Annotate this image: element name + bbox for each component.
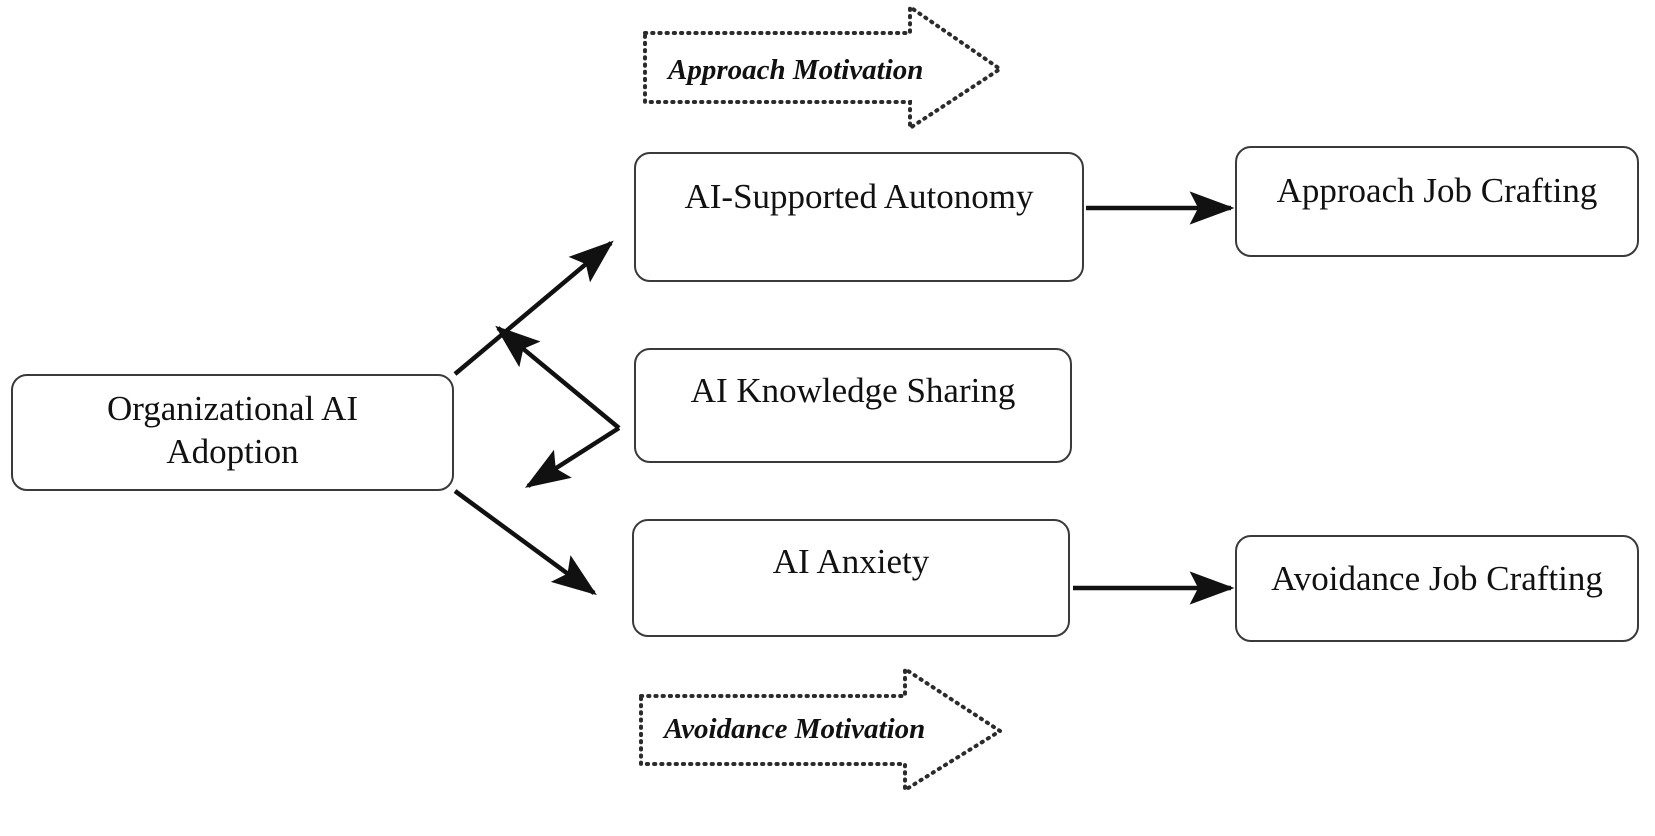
node-label: Approach Job Crafting	[1276, 171, 1598, 210]
banner-label-avoidance-motivation: Avoidance Motivation	[664, 713, 926, 745]
node-ai-anxiety[interactable]: AI Anxiety	[632, 519, 1070, 637]
banner-label-approach-motivation: Approach Motivation	[668, 54, 924, 86]
edge-knowledge-to-autonomy	[495, 325, 621, 430]
node-label: Organizational AI Adoption	[106, 389, 359, 471]
node-label: AI Knowledge Sharing	[690, 371, 1016, 410]
node-approach-job-crafting[interactable]: Approach Job Crafting	[1235, 146, 1639, 257]
node-label: AI-Supported Autonomy	[684, 177, 1034, 216]
node-avoidance-job-crafting[interactable]: Avoidance Job Crafting	[1235, 535, 1639, 642]
node-organizational-ai-adoption[interactable]: Organizational AI Adoption	[11, 374, 454, 491]
node-label: AI Anxiety	[772, 542, 930, 581]
node-label: Avoidance Job Crafting	[1271, 559, 1603, 598]
edge-knowledge-to-anxiety	[524, 426, 621, 488]
edge-adoption-to-autonomy	[453, 240, 614, 376]
banner-arrow-avoidance-motivation	[639, 665, 1004, 794]
edge-adoption-to-anxiety	[453, 489, 597, 596]
node-ai-knowledge-sharing[interactable]: AI Knowledge Sharing	[634, 348, 1072, 463]
banner-arrow-approach-motivation	[643, 3, 1004, 132]
node-ai-supported-autonomy[interactable]: AI-Supported Autonomy	[634, 152, 1084, 282]
